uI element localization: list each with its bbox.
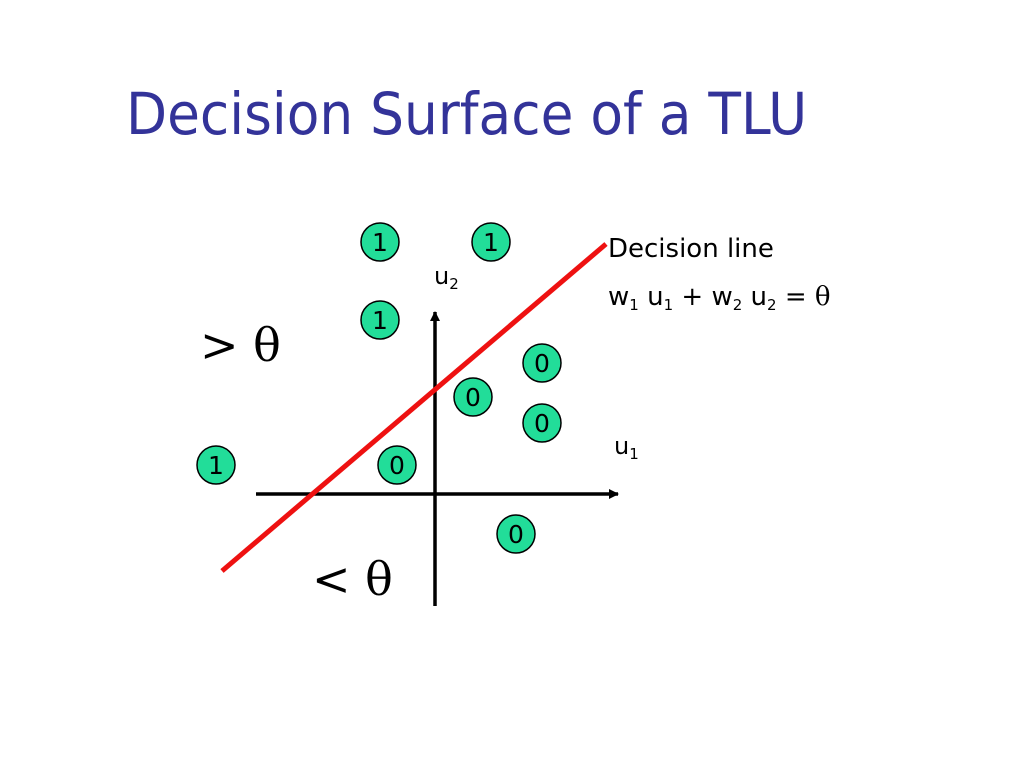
- sample-point-label: 1: [208, 451, 224, 480]
- sample-point-label: 1: [372, 306, 388, 335]
- eq-u1: u: [647, 282, 664, 312]
- sample-point-label: 1: [372, 228, 388, 257]
- eq-u2: u: [750, 282, 767, 312]
- sample-point-2: 1: [471, 222, 511, 262]
- eq-w1-subscript: 1: [629, 296, 639, 314]
- eq-equals: =: [784, 282, 807, 312]
- theta-symbol: θ: [365, 552, 393, 606]
- slide-title: Decision Surface of a TLU: [126, 80, 808, 148]
- u1-axis-label: u1: [614, 432, 639, 463]
- u1-axis-label-main: u: [614, 432, 630, 460]
- eq-w2: w: [711, 282, 733, 312]
- sample-point-marker: [471, 222, 511, 262]
- sample-point-label: 0: [534, 349, 550, 378]
- sample-point-label: 0: [534, 409, 550, 438]
- above-threshold-label: > θ: [200, 320, 281, 370]
- sample-point-marker: [196, 445, 236, 485]
- decision-line-title: Decision line: [608, 234, 774, 264]
- sample-point-6: 0: [453, 377, 493, 417]
- eq-u1-subscript: 1: [663, 296, 674, 314]
- sample-point-marker: [522, 343, 562, 383]
- sample-point-marker: [522, 403, 562, 443]
- eq-w2-subscript: 2: [732, 296, 743, 314]
- eq-w1: w: [608, 282, 630, 312]
- sample-point-4: 1: [196, 445, 236, 485]
- sample-point-marker: [360, 300, 400, 340]
- sample-point-5: 0: [522, 343, 562, 383]
- sample-point-3: 1: [360, 300, 400, 340]
- u2-axis-label: u2: [434, 262, 459, 293]
- sample-point-9: 0: [496, 514, 536, 554]
- sample-point-label: 0: [508, 520, 524, 549]
- sample-point-label: 0: [389, 451, 405, 480]
- sample-point-marker: [377, 445, 417, 485]
- greater-than-symbol: >: [200, 318, 239, 372]
- eq-theta: θ: [814, 282, 831, 312]
- below-threshold-label: < θ: [312, 554, 393, 604]
- u2-axis-label-subscript: 2: [449, 275, 459, 293]
- points-layer: 1 1 1 1 0 0 0 0 0: [196, 222, 562, 554]
- eq-u2-subscript: 2: [767, 296, 777, 314]
- sample-point-1: 1: [360, 222, 400, 262]
- less-than-symbol: <: [312, 552, 351, 606]
- sample-point-marker: [453, 377, 493, 417]
- decision-line-equation: w1 u1 + w2 u2 = θ: [608, 282, 831, 314]
- sample-point-marker: [360, 222, 400, 262]
- sample-point-marker: [496, 514, 536, 554]
- sample-point-label: 0: [465, 383, 481, 412]
- eq-plus: +: [681, 282, 704, 312]
- u1-axis-label-subscript: 1: [629, 445, 639, 463]
- theta-symbol: θ: [253, 318, 281, 372]
- u2-axis-label-main: u: [434, 262, 450, 290]
- decision-line: [220, 242, 608, 573]
- sample-point-label: 1: [483, 228, 499, 257]
- sample-point-8: 0: [377, 445, 417, 485]
- sample-point-7: 0: [522, 403, 562, 443]
